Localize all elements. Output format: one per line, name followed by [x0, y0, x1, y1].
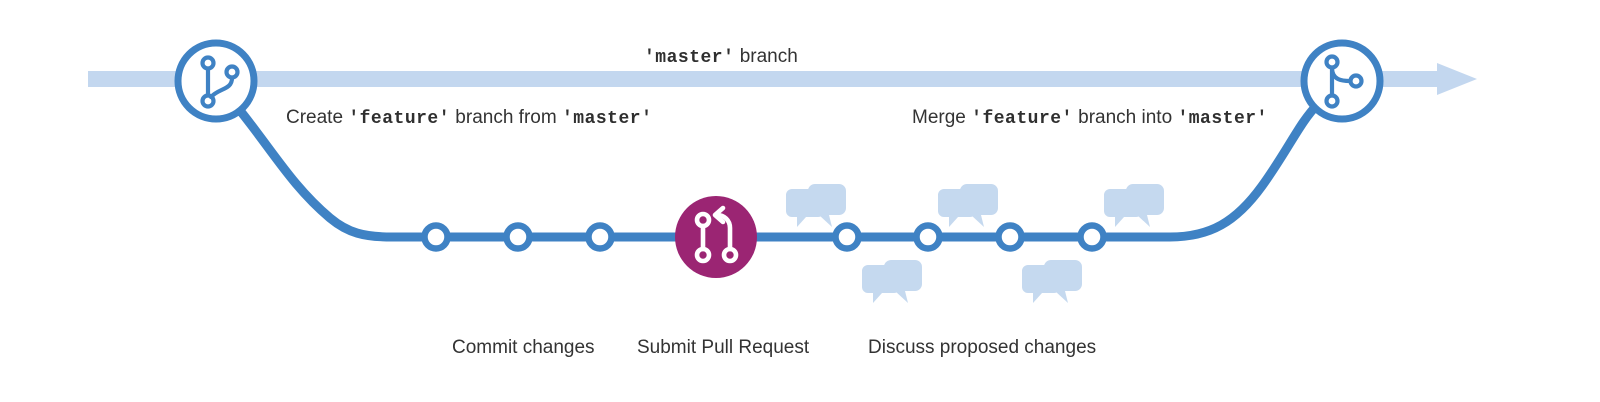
merge-branch-part-0: Merge [912, 107, 972, 128]
master-branch-line [88, 63, 1477, 95]
merge-branch-part-3: 'master' [1177, 109, 1268, 129]
create-branch-part-3: 'master' [561, 109, 653, 129]
merge-branch-label: Merge 'feature' branch into 'master' [912, 106, 1268, 131]
git-branch-icon [200, 55, 240, 109]
commit-node-6[interactable] [995, 222, 1025, 252]
master-branch-label-mono: 'master' [644, 48, 735, 68]
pull-request-node[interactable] [675, 196, 757, 278]
create-branch-part-0: Create [286, 107, 349, 128]
commit-node-2[interactable] [503, 222, 533, 252]
commit-node-1[interactable] [421, 222, 451, 252]
git-merge-icon [1324, 54, 1364, 109]
commit-node-3[interactable] [585, 222, 615, 252]
branch-merge-node[interactable] [1300, 39, 1384, 123]
comment-bubble-4 [862, 260, 922, 303]
create-branch-label: Create 'feature' branch from 'master' [286, 106, 652, 131]
commit-node-7[interactable] [1077, 222, 1107, 252]
commit-node-5[interactable] [913, 222, 943, 252]
comment-bubble-1 [786, 184, 846, 227]
master-branch-label: 'master' branch [644, 45, 798, 70]
create-branch-part-1: 'feature' [348, 109, 451, 129]
merge-branch-part-1: 'feature' [971, 109, 1073, 129]
comment-bubble-2 [938, 184, 998, 227]
discuss-changes-caption: Discuss proposed changes [868, 337, 1097, 358]
branch-start-node[interactable] [174, 39, 258, 123]
merge-branch-part-2: branch into [1072, 107, 1178, 128]
git-pull-request-icon [694, 205, 739, 264]
commit-changes-caption: Commit changes [452, 337, 595, 358]
create-branch-part-2: branch from [450, 107, 562, 128]
submit-pull-request-caption: Submit Pull Request [637, 337, 810, 358]
commit-node-4[interactable] [832, 222, 862, 252]
comment-bubble-5 [1022, 260, 1082, 303]
comment-bubble-3 [1104, 184, 1164, 227]
feature-branch-line [233, 99, 1323, 242]
master-branch-label-suffix: branch [734, 46, 798, 67]
